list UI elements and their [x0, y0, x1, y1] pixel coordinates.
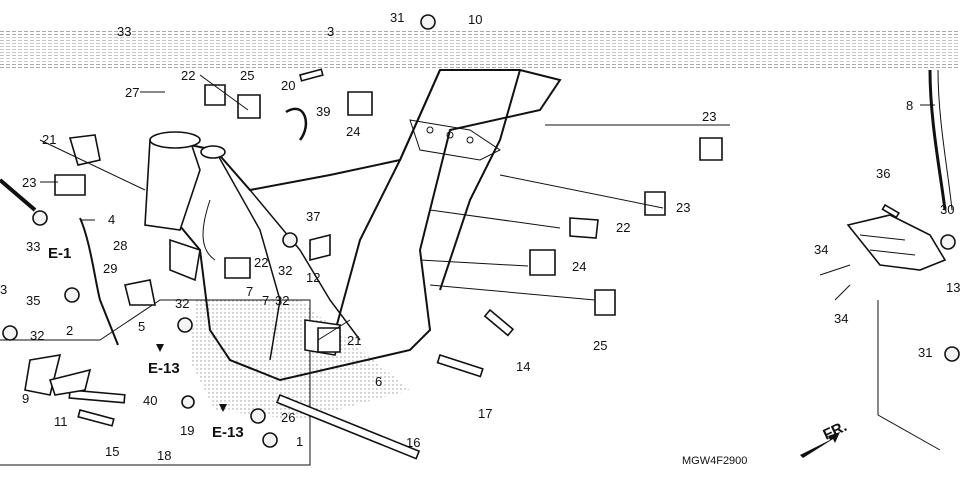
- callout-13-right: 13: [946, 280, 960, 295]
- callout-11: 11: [54, 414, 68, 429]
- callout-27: 27: [125, 85, 139, 100]
- callout-4: 4: [108, 212, 115, 227]
- callout-32-c: 32: [175, 296, 189, 311]
- callout-32-d: 32: [30, 328, 44, 343]
- front-label: FR.: [821, 418, 850, 444]
- callout-22-c: 22: [254, 255, 268, 270]
- callout-22-a: 22: [181, 68, 195, 83]
- callout-40: 40: [143, 393, 157, 408]
- callout-31-right: 31: [918, 345, 932, 360]
- callout-20: 20: [281, 78, 295, 93]
- callout-30: 30: [940, 202, 954, 217]
- callout-2: 2: [66, 323, 73, 338]
- callout-24-top: 24: [346, 124, 360, 139]
- callout-17: 17: [478, 406, 492, 421]
- callout-7-b: 7: [262, 293, 269, 308]
- callout-23-left: 23: [22, 175, 36, 190]
- callout-32-a: 32: [278, 263, 292, 278]
- callout-21-b: 21: [347, 333, 361, 348]
- callout-28: 28: [113, 238, 127, 253]
- callout-33-left: 33: [26, 239, 40, 254]
- callout-14: 14: [516, 359, 530, 374]
- callout-7-a: 7: [246, 284, 253, 299]
- main-frame: [144, 69, 562, 382]
- callout-35: 35: [26, 293, 40, 308]
- callout-10: 10: [468, 12, 482, 27]
- callout-23-right-top: 23: [702, 109, 716, 124]
- callout-36: 36: [876, 166, 890, 181]
- callout-9: 9: [22, 391, 29, 406]
- shaded-area: [190, 300, 410, 420]
- callout-32-b: 32: [275, 293, 289, 308]
- callout-layer: 33 3 31 10 22 25 20 27 39 24 8 21 23 23 …: [0, 10, 960, 463]
- callout-34-a: 34: [814, 242, 828, 257]
- front-direction-arrow: [800, 432, 840, 458]
- callout-3-top: 3: [327, 24, 334, 39]
- sub-frame: [846, 69, 953, 451]
- callout-34-b: 34: [834, 311, 848, 326]
- callout-18: 18: [157, 448, 171, 463]
- ref-e1: E-1: [48, 245, 71, 262]
- callout-25-top: 25: [240, 68, 254, 83]
- leader-lines: [39, 74, 935, 341]
- callout-24-mid: 24: [572, 259, 586, 274]
- callout-29: 29: [103, 261, 117, 276]
- detail-box: [0, 299, 311, 466]
- hardware: [0, 14, 960, 460]
- callout-26: 26: [281, 410, 295, 425]
- scan-artifact-band: [0, 30, 960, 70]
- callout-22-b: 22: [616, 220, 630, 235]
- diagram-code: MGW4F2900: [682, 455, 747, 467]
- callout-23-mid: 23: [676, 200, 690, 215]
- ref-e13-a: E-13: [148, 360, 180, 377]
- callout-15: 15: [105, 444, 119, 459]
- callout-31-top: 31: [390, 10, 404, 25]
- callout-37: 37: [306, 209, 320, 224]
- callout-33-top: 33: [117, 24, 131, 39]
- callout-5: 5: [138, 319, 145, 334]
- callout-6: 6: [375, 374, 382, 389]
- callout-39: 39: [316, 104, 330, 119]
- ref-e13-b: E-13: [212, 424, 244, 441]
- callout-16: 16: [406, 435, 420, 450]
- callout-19: 19: [180, 423, 194, 438]
- reference-layer: E-1 E-13 E-13: [48, 245, 244, 441]
- callout-21-a: 21: [42, 132, 56, 147]
- callout-8: 8: [906, 98, 913, 113]
- callout-25-mid: 25: [593, 338, 607, 353]
- callout-1: 1: [296, 434, 303, 449]
- callout-12: 12: [306, 270, 320, 285]
- callout-3-left: 3: [0, 282, 7, 297]
